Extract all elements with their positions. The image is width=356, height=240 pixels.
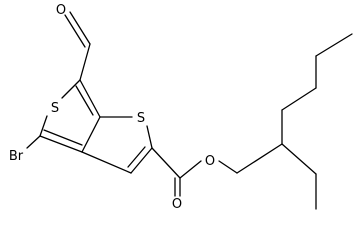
bond-butyl-4 — [315, 33, 353, 57]
bromine-label: Br — [9, 149, 24, 164]
bond-ch-ethyl-1 — [281, 143, 317, 175]
bond-c2-c3-2 — [127, 146, 146, 168]
ester-oxygen-label: O — [205, 154, 215, 169]
carbonyl-oxygen-label: O — [172, 197, 182, 212]
bonds — [26, 11, 353, 210]
molecule-diagram: O S S Br O O — [9, 3, 353, 212]
thiophene-sulfur-left-label: S — [51, 101, 59, 116]
bond-c3a-c5-1 — [79, 79, 101, 118]
bond-c2-c3-1 — [130, 147, 153, 174]
aldehyde-oxygen-label: O — [56, 3, 66, 18]
bond-aldehyde-c-c — [79, 43, 91, 81]
bond-ch2-ch — [236, 143, 283, 174]
bond-carbonyl-ester-o — [179, 160, 202, 179]
bond-c7-br — [26, 135, 41, 149]
bond-aldehyde-c-o-1 — [69, 11, 91, 45]
bond-c3a-c5-2 — [75, 85, 94, 116]
atom-labels: O S S Br O O — [9, 3, 215, 212]
bond-butyl-2 — [281, 87, 317, 111]
thiophene-sulfur-right-label: S — [137, 111, 145, 126]
bond-c5-s1 — [61, 79, 81, 99]
structure-svg: O S S Br O O — [9, 3, 353, 212]
bond-s1-c7 — [39, 115, 48, 137]
bond-ester-o-ch2 — [218, 160, 238, 174]
bond-c2-carbonyl — [151, 147, 181, 179]
bond-aldehyde-c-o-2 — [64, 14, 86, 48]
bond-c7-c8a-1 — [39, 135, 83, 153]
bond-c3-c8a — [81, 151, 132, 174]
bond-c8a-c3a — [81, 116, 101, 153]
bond-s2-c2 — [146, 125, 153, 149]
bond-c7-c8a-2 — [43, 129, 83, 146]
